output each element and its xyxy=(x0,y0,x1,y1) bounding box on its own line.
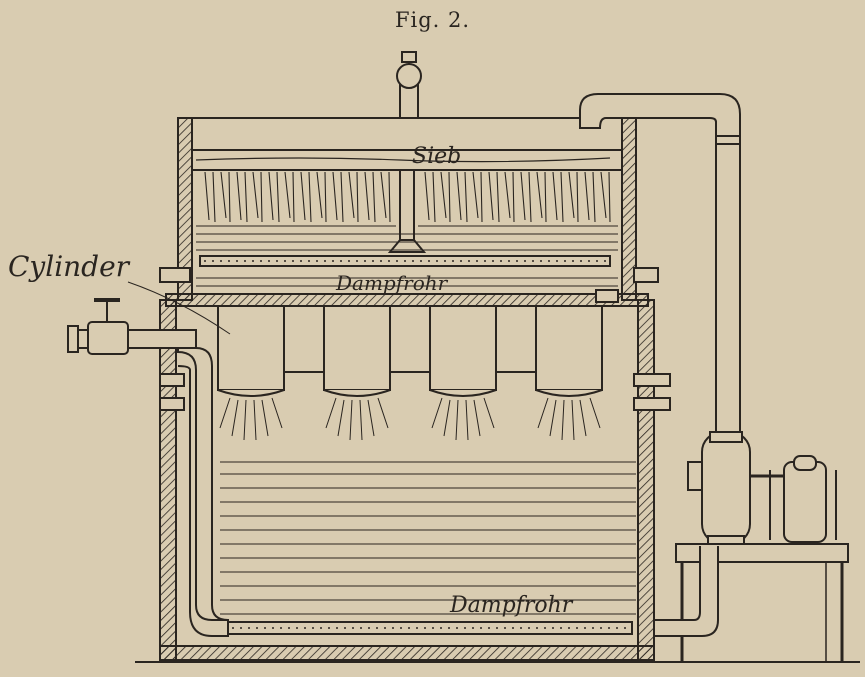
vessel-bottom-wall xyxy=(159,645,655,661)
return-pipe xyxy=(653,546,719,637)
pump-housing xyxy=(701,431,751,545)
cylinder-pointer xyxy=(127,281,231,335)
central-downpipe xyxy=(399,169,415,243)
cylinder-3 xyxy=(429,305,497,391)
sieve-water-line xyxy=(195,157,611,163)
vessel-left-wall xyxy=(159,299,177,661)
figure-title: Fig. 2. xyxy=(394,8,471,32)
cylinder-group xyxy=(217,305,603,397)
flange-bolts xyxy=(159,267,671,411)
side-valve-body xyxy=(87,321,129,355)
cylinder-sprays xyxy=(219,397,601,441)
central-downpipe-flare xyxy=(387,239,427,253)
cylinder-1 xyxy=(217,305,285,391)
cylinder-2 xyxy=(323,305,391,391)
upper-bath-lines xyxy=(196,225,618,287)
top-valve-wheel xyxy=(396,63,422,89)
upper-steam-pipe xyxy=(199,255,611,267)
upper-steam-pipe-label: Dampfrohr xyxy=(335,271,449,295)
divider-floor xyxy=(165,293,649,307)
sieve-brushes xyxy=(204,171,611,223)
sieve-label: Sieb xyxy=(412,144,461,169)
lower-steam-pipe-label: Dampfrohr xyxy=(449,593,574,618)
pump-pulley xyxy=(783,461,827,543)
cylinder-label: Cylinder xyxy=(8,250,131,283)
lower-bath-lines xyxy=(220,461,636,615)
pump-flange-left xyxy=(687,461,703,491)
cylinder-4 xyxy=(535,305,603,391)
vessel-right-wall xyxy=(637,299,655,661)
